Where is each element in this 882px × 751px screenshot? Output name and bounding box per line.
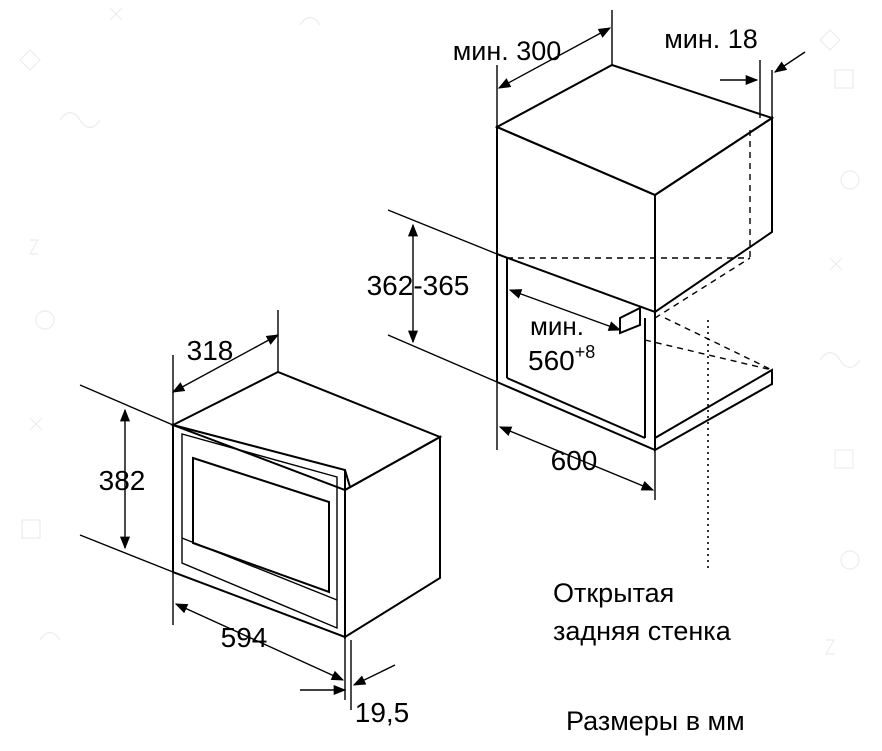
oven-drawing — [170, 370, 443, 639]
open-back-note-line1: Открытая — [553, 578, 674, 608]
oven-width-label: 594 — [221, 622, 268, 653]
units-note: Размеры в мм — [566, 706, 745, 736]
cabinet-min-gap-label: мин. 18 — [664, 24, 758, 54]
dim-niche-height — [387, 209, 498, 383]
niche-min-depth-word: мин. — [530, 311, 584, 341]
background-pattern — [19, 7, 861, 655]
dim-niche-min-depth — [508, 289, 622, 331]
dim-oven-depth — [171, 310, 280, 425]
dim-cabinet-min-gap — [720, 51, 806, 118]
oven-front-label: 19,5 — [355, 697, 410, 728]
dim-oven-height — [79, 384, 174, 573]
niche-min-depth-value: 560+8 — [528, 342, 595, 376]
dim-oven-front — [300, 640, 396, 710]
dim-cabinet-min-depth — [496, 10, 613, 127]
dim-niche-width — [496, 382, 656, 500]
cabinet-min-depth-label: мин. 300 — [453, 36, 562, 66]
oven-height-label: 382 — [99, 465, 146, 496]
niche-min-depth-tolerance: +8 — [575, 342, 596, 362]
niche-min-depth-number: 560 — [528, 345, 575, 376]
oven-depth-label: 318 — [187, 335, 234, 366]
open-back-note-line2: задняя стенка — [553, 616, 732, 646]
niche-height-label: 362-365 — [367, 270, 470, 301]
niche-width-label: 600 — [551, 445, 598, 476]
